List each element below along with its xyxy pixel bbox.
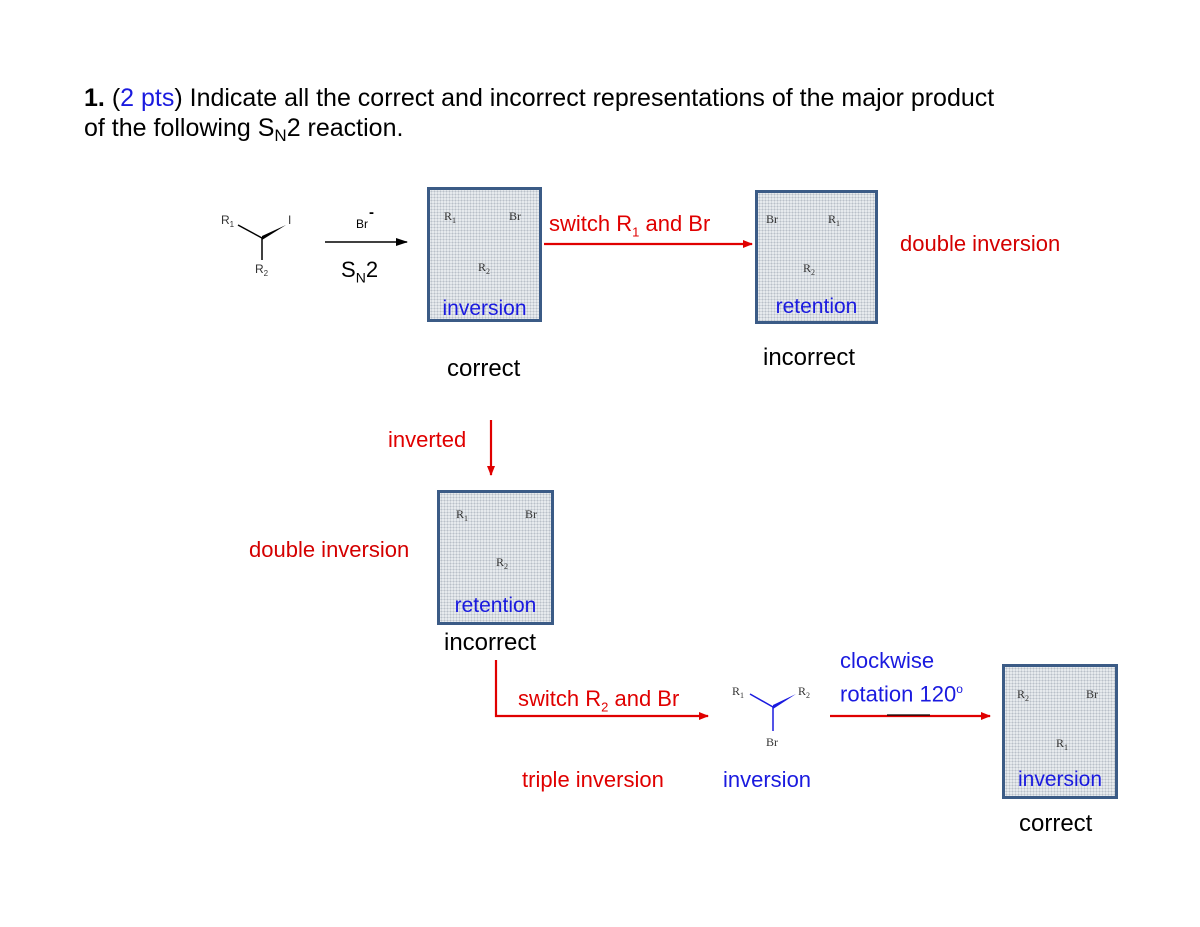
structure-b-tag: retention xyxy=(775,295,858,318)
structure-b-caption: incorrect xyxy=(763,344,856,371)
structure-e-r1: R1 xyxy=(1056,736,1069,752)
label-double-inversion-top: double inversion xyxy=(900,231,1061,256)
start-leaving-group-label: I xyxy=(288,213,292,227)
structure-a-box: R1 Br R2 inversion xyxy=(427,187,542,322)
question-line2-post: 2 reaction. xyxy=(286,114,404,142)
start-r2-label: R2 xyxy=(255,262,269,278)
structure-b-box: Br R1 R2 retention xyxy=(755,190,878,324)
structure-e-caption: correct xyxy=(1019,810,1093,837)
reagent-label: Br- xyxy=(356,204,374,231)
structure-d-bonds xyxy=(749,693,796,731)
close-paren: ) xyxy=(174,84,183,112)
structure-c-box: R1 Br R2 retention xyxy=(437,490,554,625)
structure-e-br: Br xyxy=(1086,687,1098,701)
structure-e-box: R2 Br R1 inversion xyxy=(1002,664,1118,799)
structure-a-r1: R1 xyxy=(444,209,457,225)
question-number: 1. xyxy=(84,84,105,112)
label-inverted: inverted xyxy=(388,427,467,452)
structure-a-br: Br xyxy=(509,209,521,223)
structure-c-caption: incorrect xyxy=(444,629,537,656)
structure-c-tag: retention xyxy=(454,594,537,617)
open-paren: ( xyxy=(111,84,121,112)
structure-c-r2: R2 xyxy=(496,555,509,571)
condition-label: SN2 xyxy=(341,257,379,286)
structure-a-tag: inversion xyxy=(442,297,527,320)
structure-c-br: Br xyxy=(525,507,537,521)
structure-e-r2: R2 xyxy=(1017,687,1030,703)
question-line2-pre: of the following S xyxy=(84,114,275,142)
question-points: 2 pts xyxy=(120,84,175,112)
structure-d-r2: R2 xyxy=(798,684,811,700)
question-line2-sub: N xyxy=(274,126,287,145)
structure-d-tag: inversion xyxy=(723,767,812,792)
start-molecule-bonds xyxy=(237,224,286,260)
label-double-inversion-left: double inversion xyxy=(249,537,410,562)
question-line1: Indicate all the correct and incorrect r… xyxy=(189,84,995,112)
structure-e-tag: inversion xyxy=(1017,768,1103,791)
label-rotation: clockwise rotation 120o xyxy=(840,648,963,707)
structure-c-r1: R1 xyxy=(456,507,469,523)
start-r1-label: R1 xyxy=(221,213,235,229)
structure-a-r2: R2 xyxy=(478,260,491,276)
question-text: 1. (2 pts) Indicate all the correct and … xyxy=(84,83,1104,151)
structure-b-r2: R2 xyxy=(803,261,816,277)
structure-b-r1: R1 xyxy=(828,212,841,228)
label-triple-inversion: triple inversion xyxy=(522,767,664,792)
label-switch-r2: switch R2 and Br xyxy=(518,686,680,715)
structure-b-br: Br xyxy=(766,212,778,226)
structure-d-br: Br xyxy=(766,735,778,749)
structure-d-r1: R1 xyxy=(732,684,745,700)
label-switch-r1: switch R1 and Br xyxy=(549,211,711,240)
structure-a-caption: correct xyxy=(447,355,521,382)
